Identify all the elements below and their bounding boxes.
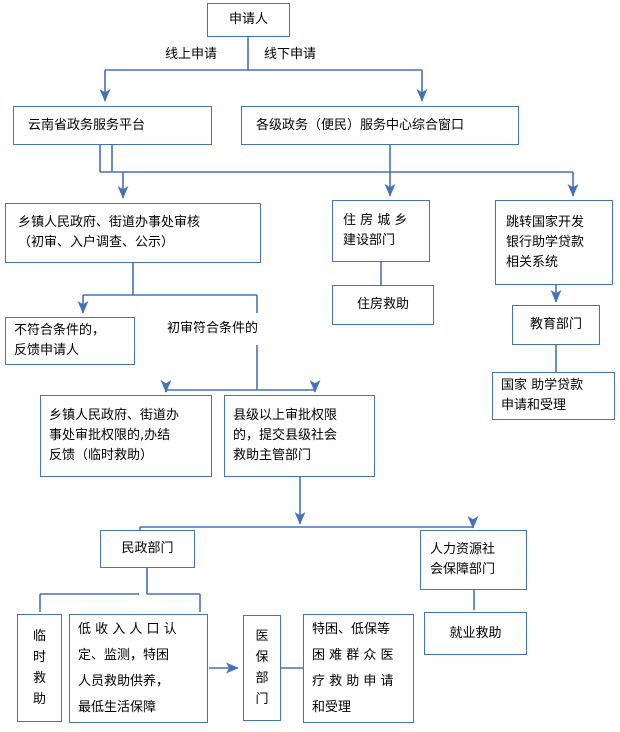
edge-label-offline-apply: 线下申请	[264, 47, 317, 62]
node-human-resources-dept[interactable]: 人力资源社 会保障部门	[420, 530, 527, 590]
node-low-income-identify[interactable]: 低 收 入 人 口 认 定、监测，特困 人员救助供养， 最低生活保障	[69, 614, 208, 723]
node-housing-dept[interactable]: 住 房 城 乡 建设部门	[332, 200, 430, 262]
node-national-student-loan[interactable]: 国家 助学贷款 申请和受理	[492, 372, 615, 420]
node-medical-aid-apply[interactable]: 特困、低保等 困 难 群 众 医 疗 救 助 申 请 和受理	[303, 614, 414, 723]
edge-label-online-apply: 线上申请	[165, 47, 218, 62]
node-township-review[interactable]: 乡镇人民政府、街道办事处审核 （初审、入户调查、公示）	[5, 203, 261, 263]
node-county-authority[interactable]: 县级以上审批权限 的，提交县级社会 救助主管部门	[224, 395, 375, 477]
node-applicant[interactable]: 申请人	[207, 3, 290, 37]
node-housing-aid[interactable]: 住房救助	[332, 285, 434, 325]
node-temporary-aid[interactable]: 临 时 救 助	[17, 614, 62, 722]
edge-label-preliminary-pass: 初审符合条件的	[167, 321, 259, 336]
node-employment-aid[interactable]: 就业救助	[424, 612, 527, 655]
node-service-center-window[interactable]: 各级政务（便民）服务中心综合窗口	[241, 106, 519, 145]
node-township-authority[interactable]: 乡镇人民政府、街道办 事处审批权限的,办结 反馈（临时救助）	[40, 395, 212, 477]
node-medical-insurance-dept[interactable]: 医 保 部 门	[243, 615, 281, 721]
node-civil-affairs-dept[interactable]: 民政部门	[100, 530, 195, 568]
node-not-qualified[interactable]: 不符合条件的， 反馈申请人	[5, 317, 135, 365]
node-yunnan-platform[interactable]: 云南省政务服务平台	[13, 106, 212, 145]
node-cdb-loan-system[interactable]: 跳转国家开发 银行助学贷款 相关系统	[495, 200, 613, 285]
node-education-dept[interactable]: 教育部门	[512, 305, 600, 345]
